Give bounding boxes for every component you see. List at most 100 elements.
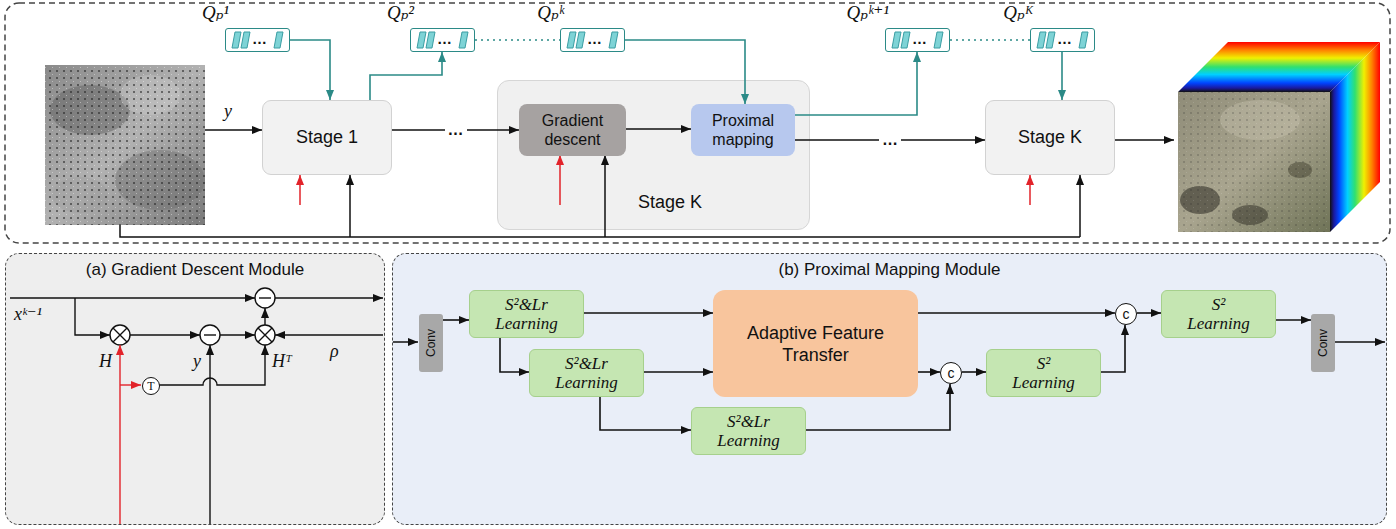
edge-label: … (882, 131, 898, 148)
gradient-circuit (120, 384, 141, 385)
connector (625, 40, 745, 104)
node-text: (b) Proximal Mapping Module (393, 260, 1386, 280)
gradient-circuit (275, 334, 383, 335)
operator-input-arrows (1029, 175, 1031, 205)
connector (1137, 312, 1161, 314)
signal-wires (604, 155, 606, 237)
operator-input-arrows (299, 175, 301, 205)
process-box: Proximal mapping (691, 104, 795, 156)
input-measurement (45, 65, 205, 225)
prompt-icons (567, 32, 618, 48)
node-text: c (1123, 307, 1130, 321)
label-holder: Hᵀ (272, 350, 292, 372)
label-holder: H (99, 350, 112, 372)
node-text: S² Learning (1179, 295, 1259, 333)
gradient-circuit (255, 288, 275, 308)
node-text: S² Learning (1004, 354, 1084, 392)
connector (1061, 52, 1063, 100)
connector (918, 371, 940, 373)
connector (644, 371, 713, 373)
signal-wires (120, 130, 1174, 237)
learning-box: S² Learning (1161, 290, 1276, 338)
concat-circle: c (940, 362, 962, 384)
stage-group: Stage K Gradient descent Proximal mapping (497, 80, 810, 230)
edge-label-patch: … (879, 131, 901, 149)
module-panel: (a) Gradient Descent ModuleT (5, 253, 385, 525)
prompt-box: Qₚ¹… (225, 28, 290, 52)
conv-box: Conv (1311, 314, 1335, 372)
transpose-circle: T (142, 377, 160, 395)
stage-box: Stage K (985, 100, 1115, 175)
gradient-circuit (110, 325, 130, 345)
label-holder: y (193, 350, 201, 372)
transfer-box: Adaptive Feature Transfer (713, 290, 918, 397)
node-subtext: … (437, 29, 452, 49)
top-panel-frame (5, 3, 1390, 243)
input-measurement (45, 65, 205, 225)
gradient-circuit (10, 297, 255, 298)
connector (626, 128, 691, 130)
gradient-circuit (275, 297, 383, 298)
node-text: Gradient descent (528, 111, 618, 149)
gradient-circuit (259, 297, 271, 298)
gradient-circuit (204, 334, 216, 335)
prompt-icons (232, 32, 283, 48)
node-text: (a) Gradient Descent Module (6, 260, 384, 280)
node-subtext: … (1057, 29, 1072, 49)
connector (1101, 325, 1125, 372)
gradient-circuit (255, 325, 275, 345)
edge-label-patch: … (445, 121, 467, 139)
gradient-circuit (258, 328, 272, 342)
node-text: Qₚ¹ (202, 2, 229, 24)
concat-circle: c (1115, 303, 1137, 325)
gradient-circuit (209, 345, 210, 524)
learning-box: S²&Lr Learning (529, 349, 644, 397)
connector (950, 39, 1030, 41)
connector (918, 312, 1115, 314)
math-label: y (193, 351, 201, 371)
module-panel: (b) Proximal Mapping ModuleConvS²&Lr Lea… (392, 253, 1387, 525)
stage-box: Stage 1 (262, 100, 392, 175)
input-measurement (45, 65, 205, 225)
connector (1276, 319, 1311, 321)
panel-b-io (393, 341, 418, 343)
label-holder: y (224, 100, 232, 122)
connector (443, 319, 469, 321)
connector (290, 40, 330, 100)
output-cube (1178, 92, 1330, 232)
gradient-circuit (113, 328, 127, 342)
node-text: Conv (1316, 329, 1330, 357)
connector (600, 397, 691, 430)
gradient-circuit (264, 308, 265, 325)
connector (584, 312, 713, 314)
node-subtext: … (252, 29, 267, 49)
node-text: Adaptive Feature Transfer (741, 322, 891, 366)
operator-input-arrows (300, 155, 1030, 205)
signal-wires (349, 175, 351, 237)
connector (795, 52, 917, 115)
signal-wires (205, 129, 262, 131)
panel-b-io (393, 341, 1385, 343)
node-text: Stage K (638, 191, 702, 213)
node-text: c (948, 366, 955, 380)
connector (962, 371, 986, 373)
prompt-box: Qₚᵏ… (560, 28, 625, 52)
output-cube (1178, 92, 1330, 232)
gradient-circuit (119, 345, 120, 524)
node-text: Qₚᴷ (1003, 2, 1034, 24)
connector (500, 338, 529, 372)
node-text: Stage 1 (296, 127, 358, 148)
learning-box: S²&Lr Learning (691, 407, 806, 455)
signal-wires (1115, 139, 1174, 141)
prompt-box: Qₚᵏ⁺¹… (885, 28, 950, 52)
gradient-circuit (130, 334, 200, 335)
prompt-box: Qₚ²… (410, 28, 475, 52)
label-holder: xᵏ⁻¹ (14, 303, 42, 325)
gradient-circuit (159, 345, 265, 385)
node-subtext: … (912, 29, 927, 49)
learning-box: S² Learning (986, 349, 1101, 397)
node-text: Stage K (1018, 127, 1082, 148)
node-text: Proximal mapping (698, 111, 788, 149)
prompt-icons (892, 32, 943, 48)
